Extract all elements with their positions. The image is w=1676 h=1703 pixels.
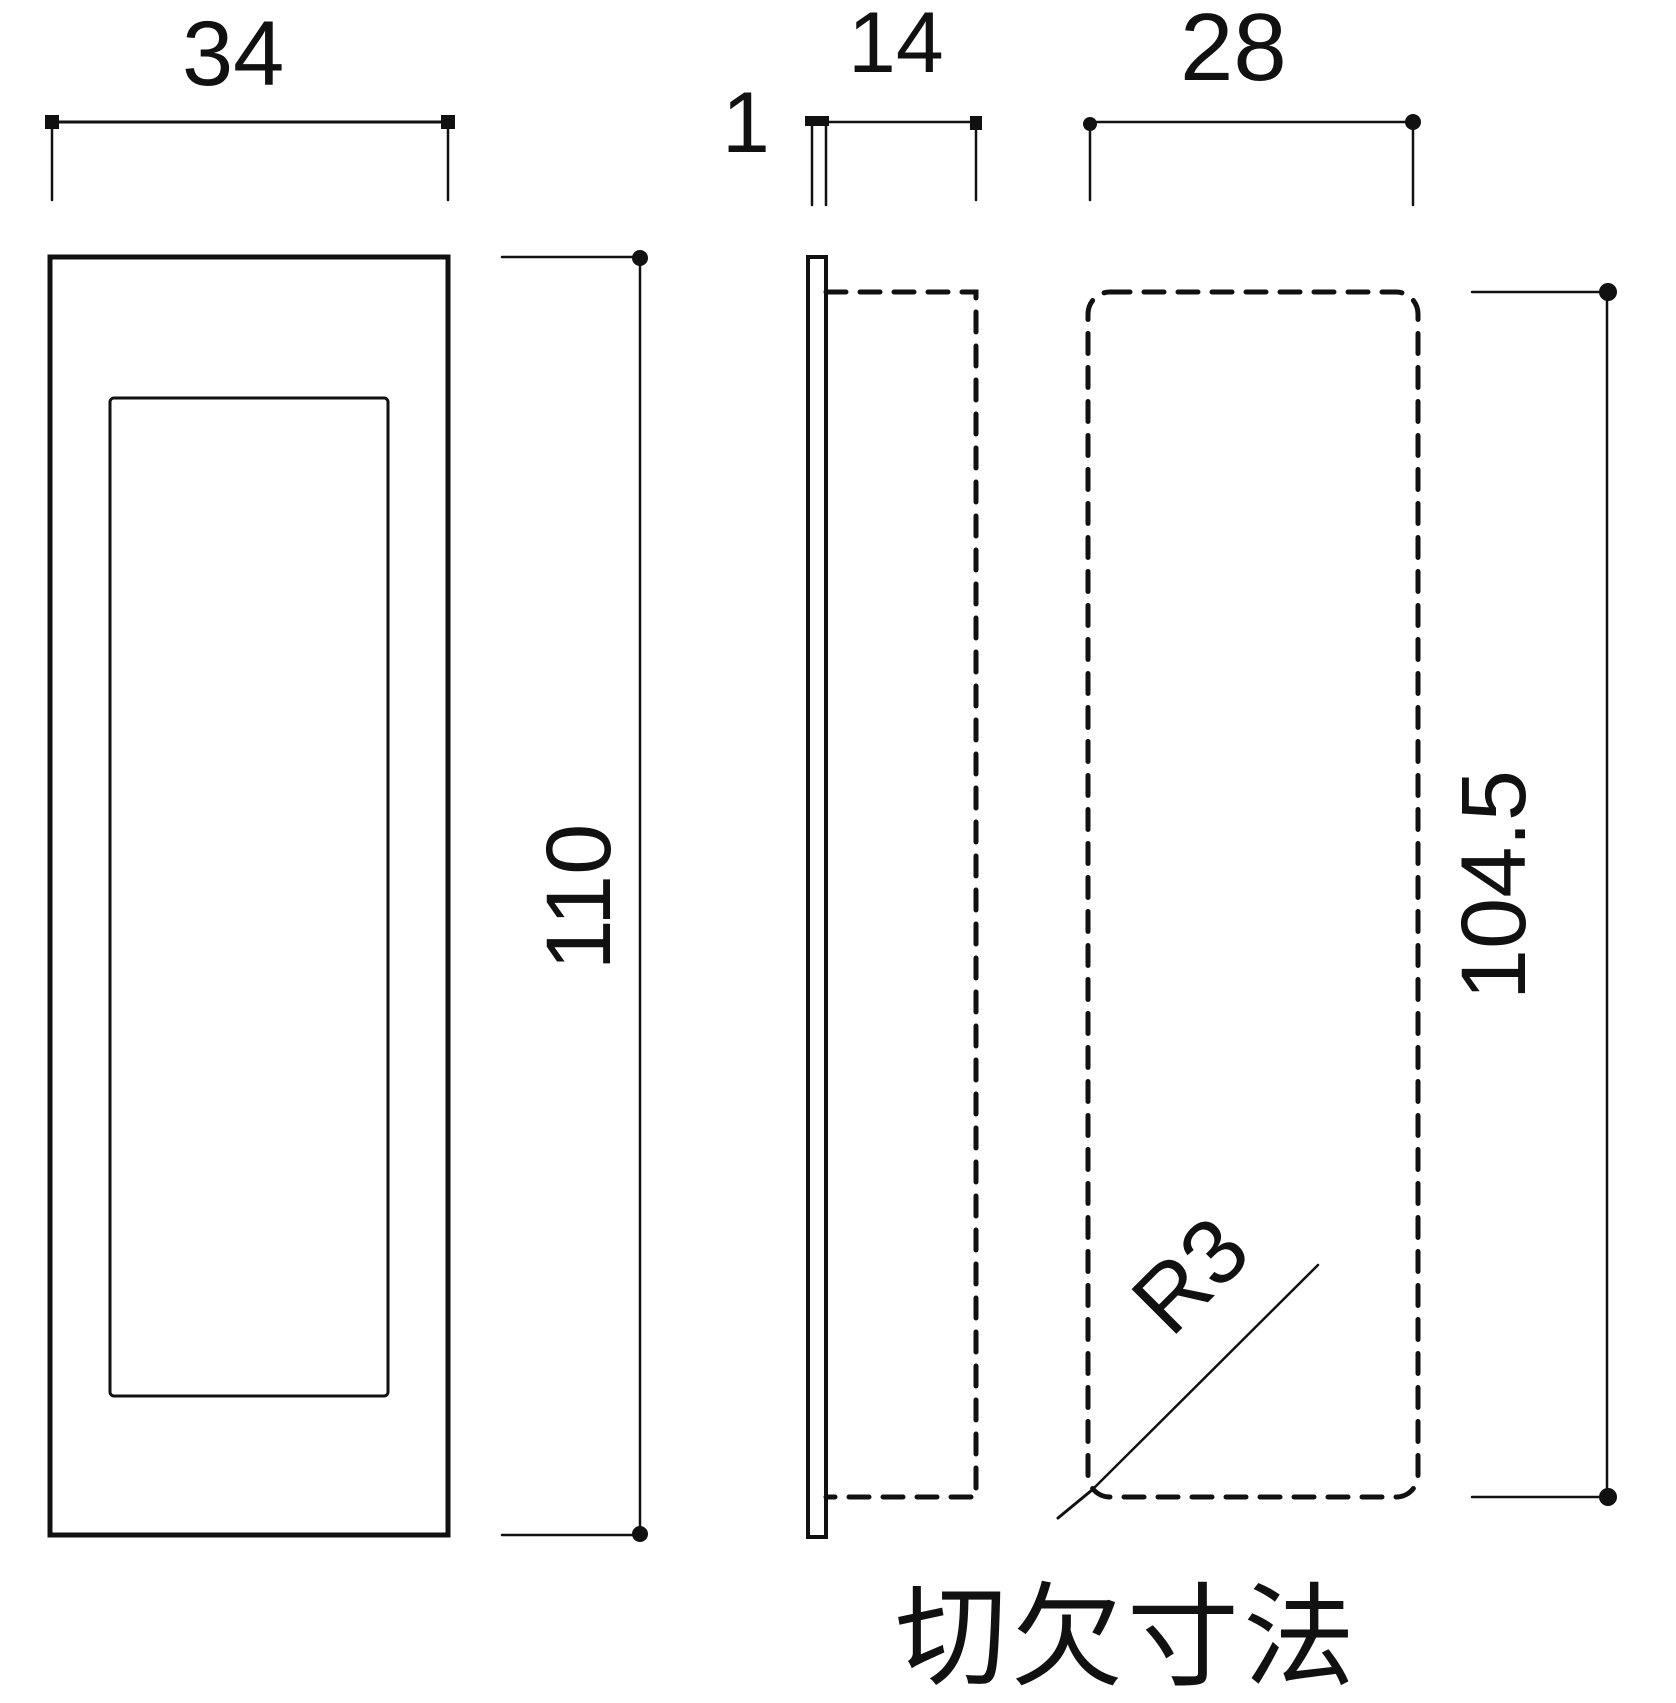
front-inner-recess — [108, 396, 390, 1398]
side-flange-label: 1 — [722, 75, 770, 171]
cutout-caption: 切欠寸法 — [895, 1573, 1359, 1703]
side-depth-label: 14 — [848, 0, 944, 91]
dimension-34 — [45, 115, 455, 202]
front-width-label: 34 — [182, 3, 285, 105]
dimension-28 — [1083, 114, 1421, 207]
dimension-110 — [500, 250, 648, 1542]
cutout-width-label: 28 — [1180, 0, 1287, 101]
front-view — [47, 254, 451, 1538]
dimension-14 — [805, 116, 982, 207]
radius-leader — [1090, 1263, 1320, 1492]
cutout-height-label: 104.5 — [1443, 769, 1545, 1001]
side-body-hidden — [823, 289, 979, 1500]
dimension-104-5 — [1470, 283, 1617, 1506]
side-flange — [806, 255, 828, 1539]
front-height-label: 110 — [528, 823, 630, 971]
side-view — [806, 255, 979, 1539]
cutout-outline — [1085, 289, 1421, 1500]
front-outer-rect — [47, 254, 451, 1538]
cutout-view — [1056, 289, 1421, 1520]
